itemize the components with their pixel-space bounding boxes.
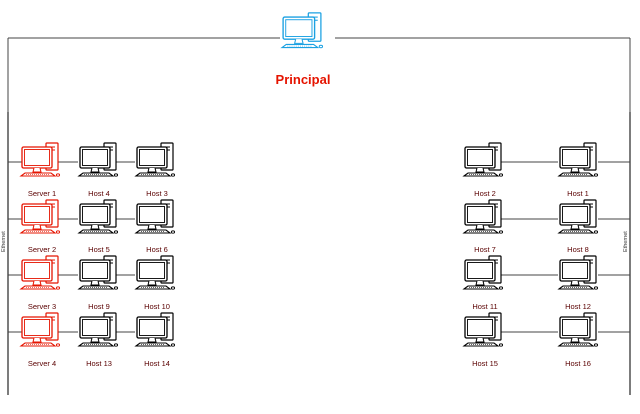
- computer-label: Host 7: [474, 245, 496, 254]
- host-computer-icon: [134, 199, 176, 234]
- ethernet-label-right: Ethernet: [623, 231, 629, 252]
- host-computer-icon: [557, 312, 599, 347]
- host-computer-icon: [134, 142, 176, 177]
- server-computer-icon: [19, 312, 61, 347]
- computer-label: Host 14: [144, 359, 170, 368]
- computer-label: Server 2: [28, 245, 56, 254]
- host-computer-icon: [77, 199, 119, 234]
- host-computer-icon: [134, 312, 176, 347]
- server-computer-icon: [19, 199, 61, 234]
- computer-label: Host 1: [567, 189, 589, 198]
- computer-label: Host 12: [565, 302, 591, 311]
- computer-label: Server 4: [28, 359, 56, 368]
- host-computer-icon: [462, 199, 504, 234]
- host-computer-icon: [134, 255, 176, 290]
- computer-label: Host 4: [88, 189, 110, 198]
- computer-label: Host 13: [86, 359, 112, 368]
- host-computer-icon: [77, 312, 119, 347]
- host-computer-icon: [462, 312, 504, 347]
- computer-label: Host 6: [146, 245, 168, 254]
- ethernet-label-left: Ethernet: [1, 231, 7, 252]
- server-computer-icon: [19, 255, 61, 290]
- computer-label: Host 2: [474, 189, 496, 198]
- principal-label: Principal: [276, 72, 331, 87]
- server-computer-icon: [19, 142, 61, 177]
- computer-label: Server 1: [28, 189, 56, 198]
- computer-label: Host 15: [472, 359, 498, 368]
- host-computer-icon: [77, 255, 119, 290]
- computer-label: Host 9: [88, 302, 110, 311]
- computer-label: Host 16: [565, 359, 591, 368]
- computer-label: Host 10: [144, 302, 170, 311]
- host-computer-icon: [557, 142, 599, 177]
- desktop-computer-icon: [280, 12, 324, 49]
- host-computer-icon: [462, 255, 504, 290]
- host-computer-icon: [557, 199, 599, 234]
- computer-label: Host 5: [88, 245, 110, 254]
- computer-label: Host 3: [146, 189, 168, 198]
- host-computer-icon: [77, 142, 119, 177]
- host-computer-icon: [462, 142, 504, 177]
- computer-label: Host 11: [472, 302, 497, 311]
- computer-label: Host 8: [567, 245, 589, 254]
- host-computer-icon: [557, 255, 599, 290]
- computer-label: Server 3: [28, 302, 56, 311]
